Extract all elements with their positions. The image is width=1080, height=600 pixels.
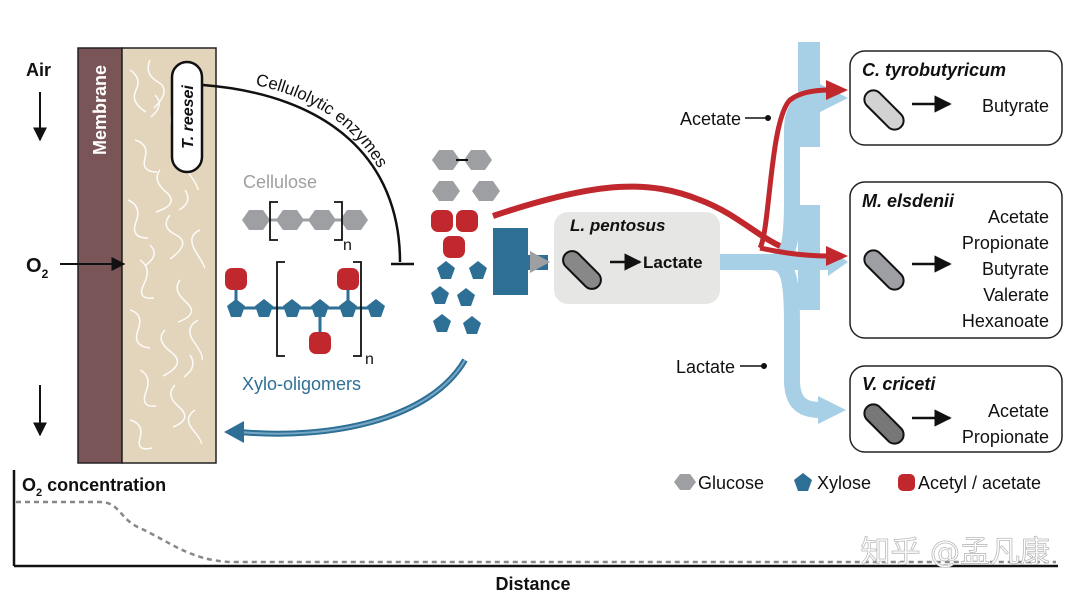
xylose-return-arrowhead (224, 421, 244, 443)
xylo-n: n (365, 351, 374, 368)
acetate-red-arrowhead-1 (826, 80, 848, 100)
product-label: Valerate (983, 285, 1049, 305)
glucose-unit (340, 210, 368, 230)
product-label: Acetate (988, 401, 1049, 421)
membrane-label: Membrane (90, 65, 110, 155)
xylose-unit (283, 299, 301, 317)
l-pentosus-cell (562, 250, 602, 290)
legend-acetyl: Acetyl / acetate (918, 473, 1041, 493)
xylose-unit (227, 299, 245, 317)
l-pentosus-name: L. pentosus (570, 216, 665, 235)
xylose-unit (437, 261, 455, 279)
glucose-unit (464, 150, 492, 170)
xylose-legend-icon (794, 473, 812, 491)
xylose-unit (463, 316, 481, 334)
xylose-unit (311, 299, 329, 317)
enzyme-arrow (202, 83, 402, 263)
t-reesei-label: T. reesei (180, 85, 197, 149)
organism-cell-v-criceti (863, 403, 905, 445)
organism-name: V. criceti (862, 374, 936, 394)
product-label: Acetate (988, 207, 1049, 227)
svg-text:T. reesei: T. reesei (180, 85, 197, 149)
product-label: Propionate (962, 233, 1049, 253)
l-pentosus-product: Lactate (643, 253, 703, 272)
acetyl-unit (309, 332, 331, 354)
air-label: Air (26, 60, 51, 80)
legend-glucose: Glucose (698, 473, 764, 493)
glucose-unit (432, 181, 460, 201)
xylo-oligomer-chain (225, 261, 385, 357)
xylose-unit (469, 261, 487, 279)
xylose-unit (431, 286, 449, 304)
acetyl-legend-icon (898, 474, 915, 491)
svg-text:Membrane: Membrane (90, 65, 110, 155)
glucose-unit (432, 150, 460, 170)
xylose-unit (457, 288, 475, 306)
legend-xylose: Xylose (817, 473, 871, 493)
lactate-callout: Lactate (676, 357, 735, 377)
acetate-flow-red (492, 183, 791, 253)
acetyl-unit (225, 268, 247, 290)
glucose-unit (242, 210, 270, 230)
organism-cell-m-elsdenii (863, 249, 905, 291)
product-label: Hexanoate (962, 311, 1049, 331)
light-blue-flows (720, 42, 848, 424)
glucose-unit (276, 210, 304, 230)
watermark: 知乎 @孟凡康 (860, 535, 1050, 570)
product-label: Butyrate (982, 96, 1049, 116)
acetyl-unit (337, 268, 359, 290)
cellulose-n: n (343, 237, 352, 254)
product-label: Propionate (962, 427, 1049, 447)
organism-name: C. tyrobutyricum (862, 60, 1006, 80)
acetate-red-arrowhead-2 (826, 246, 848, 266)
acetate-red-to-melsdenii (759, 245, 831, 259)
organism-cell-c-tyrobutyricum (863, 89, 905, 131)
cellulose-chain (242, 201, 368, 241)
xylose-unit (255, 299, 273, 317)
xylose-unit (339, 299, 357, 317)
xylose-return-arrow (239, 358, 468, 437)
xylose-unit (367, 299, 385, 317)
o2-profile-curve (16, 500, 1056, 564)
acetate-red-to-ctyro (757, 87, 831, 250)
t-reesei-pill (170, 60, 204, 174)
o2-concentration-label: O2 concentration (22, 475, 166, 499)
xylose-unit (433, 314, 451, 332)
product-label: Butyrate (982, 259, 1049, 279)
legend: Glucose Xylose Acetyl / acetate (674, 473, 1041, 493)
xylose-uptake-block (493, 228, 548, 295)
distance-label: Distance (495, 574, 570, 594)
o2-label: O2 (26, 255, 49, 281)
organism-name: M. elsdenii (862, 191, 955, 211)
acetyl-unit (456, 210, 478, 232)
xylo-oligomers-label: Xylo-oligomers (242, 374, 361, 394)
membrane-band (77, 47, 123, 464)
glucose-legend-icon (674, 474, 696, 490)
uptake-arrowhead (530, 251, 550, 273)
organism-box-m-elsdenii (849, 181, 1063, 339)
monomer-cluster (431, 150, 500, 334)
glucose-unit (472, 181, 500, 201)
acetate-callout: Acetate (680, 109, 741, 129)
acetyl-unit (431, 210, 453, 232)
acetyl-unit (443, 236, 465, 258)
cellulose-label: Cellulose (243, 172, 317, 192)
glucose-unit (308, 210, 336, 230)
